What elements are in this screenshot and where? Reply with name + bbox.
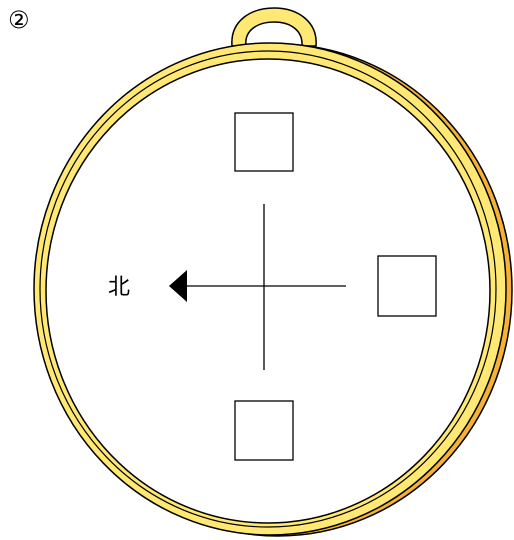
answer-box-right[interactable] xyxy=(377,255,437,317)
compass-rim-inner-line xyxy=(39,50,497,528)
north-arrowhead xyxy=(169,270,187,302)
north-label: 北 xyxy=(108,275,130,300)
answer-box-top[interactable] xyxy=(234,112,294,172)
answer-box-bottom[interactable] xyxy=(234,400,294,461)
compass-face xyxy=(45,58,491,524)
figure-index-label: ② xyxy=(8,6,30,34)
hanging-ring xyxy=(231,7,317,47)
